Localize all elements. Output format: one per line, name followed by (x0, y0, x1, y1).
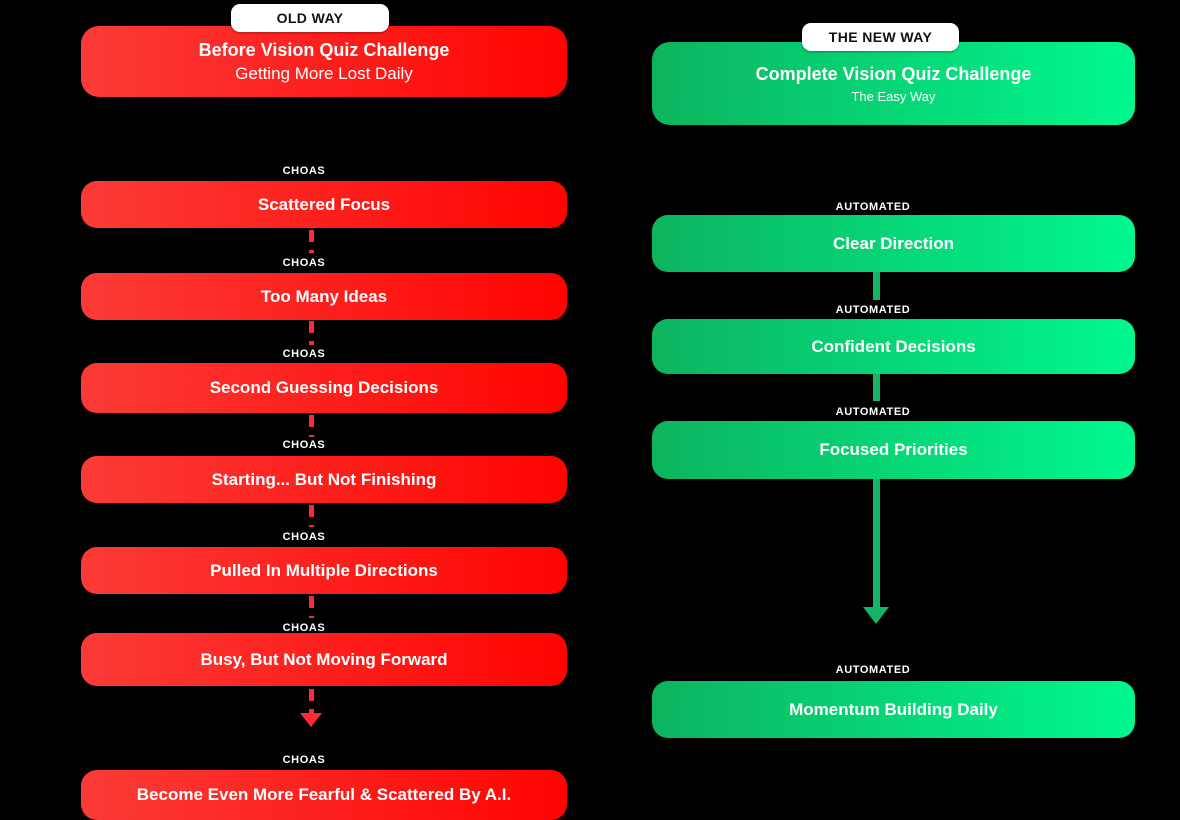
step-label: Scattered Focus (257, 194, 391, 214)
step-label: Too Many Ideas (260, 286, 388, 306)
step-label: Pulled In Multiple Directions (210, 560, 438, 580)
old-way-step-box: Too Many Ideas (81, 273, 567, 320)
solid-arrow-shaft (873, 479, 880, 609)
dashed-connector (309, 596, 314, 618)
dashed-connector (309, 415, 314, 437)
step-label: Focused Priorities (819, 440, 968, 459)
down-arrow-icon (300, 713, 322, 727)
new-way-badge-label: THE NEW WAY (828, 29, 933, 45)
new-way-header-box: Complete Vision Quiz Challenge The Easy … (652, 42, 1135, 125)
chaos-tag: CHOAS (282, 348, 326, 360)
old-way-header-subtitle: Getting More Lost Daily (235, 64, 413, 84)
old-way-badge: OLD WAY (231, 4, 389, 32)
step-label: Busy, But Not Moving Forward (200, 649, 448, 669)
old-way-step-box: Become Even More Fearful & Scattered By … (81, 770, 567, 820)
chaos-tag: CHOAS (282, 439, 326, 451)
dashed-arrow-shaft (309, 689, 314, 715)
old-way-badge-label: OLD WAY (276, 10, 344, 26)
chaos-tag: CHOAS (282, 531, 326, 543)
new-way-step-box: Clear Direction (652, 215, 1135, 272)
old-way-step-box: Scattered Focus (81, 181, 567, 228)
old-way-step-box: Second Guessing Decisions (81, 363, 567, 413)
automated-tag: AUTOMATED (835, 406, 911, 418)
automated-tag: AUTOMATED (835, 304, 911, 316)
chaos-tag: CHOAS (282, 165, 326, 177)
chaos-tag: CHOAS (282, 622, 326, 634)
automated-tag: AUTOMATED (835, 201, 911, 213)
step-label: Second Guessing Decisions (209, 378, 439, 397)
old-way-step-box: Pulled In Multiple Directions (81, 547, 567, 594)
step-label: Clear Direction (833, 233, 954, 253)
chaos-tag: CHOAS (282, 754, 326, 766)
step-label: Confident Decisions (811, 336, 976, 356)
old-way-header-box: Before Vision Quiz Challenge Getting Mor… (81, 26, 567, 97)
step-label: Become Even More Fearful & Scattered By … (136, 785, 512, 804)
chaos-tag: CHOAS (282, 257, 326, 269)
old-way-step-box: Busy, But Not Moving Forward (81, 633, 567, 686)
solid-connector (873, 374, 880, 401)
step-label: Starting... But Not Finishing (211, 469, 437, 489)
solid-connector (873, 272, 880, 300)
new-way-step-box: Confident Decisions (652, 319, 1135, 374)
new-way-step-box: Focused Priorities (652, 421, 1135, 479)
old-way-step-box: Starting... But Not Finishing (81, 456, 567, 503)
new-way-header-title: Complete Vision Quiz Challenge (755, 64, 1032, 85)
old-way-header-title: Before Vision Quiz Challenge (198, 39, 450, 60)
new-way-badge: THE NEW WAY (802, 23, 959, 51)
dashed-connector (309, 230, 314, 253)
dashed-connector (309, 505, 314, 527)
new-way-header-subtitle: The Easy Way (851, 88, 936, 104)
step-label: Momentum Building Daily (789, 699, 998, 719)
new-way-step-box: Momentum Building Daily (652, 681, 1135, 738)
dashed-connector (309, 321, 314, 345)
down-arrow-icon (863, 607, 889, 624)
automated-tag: AUTOMATED (835, 664, 911, 676)
